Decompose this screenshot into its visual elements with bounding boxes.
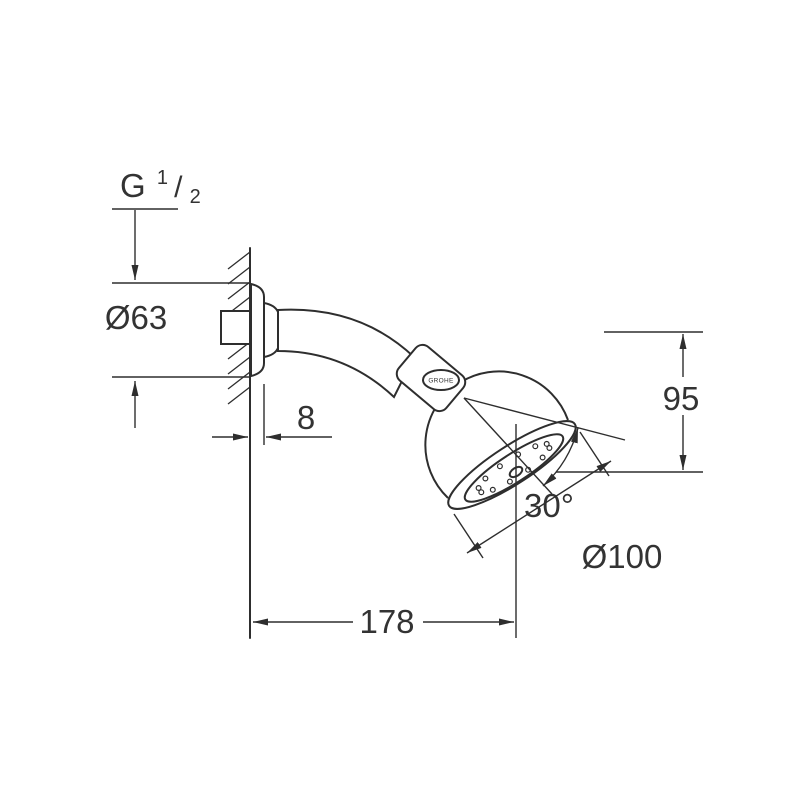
head-diameter-label: Ø100 [582,538,663,575]
joint-collar: GROHE [395,343,467,413]
brand-badge [422,369,460,391]
height-label: 95 [663,380,700,417]
dim-head-diameter: Ø100 [453,431,663,575]
angle-label: 30° [524,487,574,524]
shower-arm [277,308,416,399]
pipe-stub [220,310,251,345]
dim-thread: G 1 / 2 [112,154,201,280]
dim-escutcheon-depth: 8 [212,384,332,445]
dim-height: 95 [556,331,703,473]
escutcheon-depth-label: 8 [297,399,315,436]
brand-badge-label: GROHE [428,378,454,385]
dim-escutcheon-diameter: Ø63 [105,282,251,428]
reach-label: 178 [359,603,414,640]
escutcheon-diameter-label: Ø63 [105,299,167,336]
thread-size-label: G 1 / 2 [120,154,201,208]
escutcheon [250,282,279,378]
dim-reach: 178 [253,424,517,640]
